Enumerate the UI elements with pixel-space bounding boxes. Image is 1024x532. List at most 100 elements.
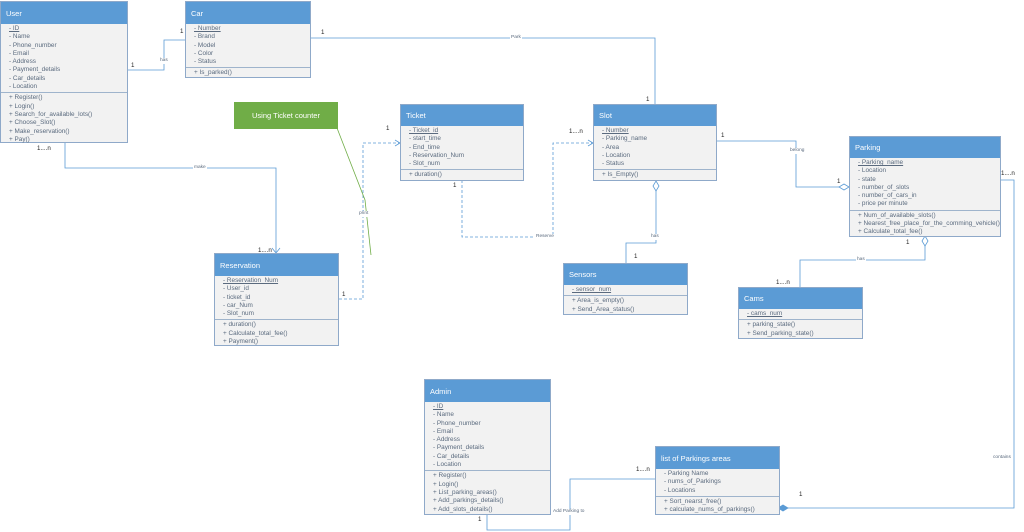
class-ticket-attributes: - Ticket_id - start_time - End_time - Re… — [401, 126, 523, 171]
edge-parking-areas — [778, 179, 1015, 509]
attribute: - Slot_num — [223, 310, 254, 318]
method: + Send_Area_status() — [572, 305, 635, 313]
attribute: - Location — [602, 151, 631, 159]
method: + calculate_nums_of_parkings() — [664, 506, 755, 514]
multiplicity-label: 1 — [646, 96, 650, 103]
class-ticket-methods: + duration() — [401, 170, 523, 180]
class-sensors-title: Sensors — [564, 264, 687, 285]
attribute: - Email — [9, 49, 29, 57]
method: + Sort_nearst_free() — [664, 497, 722, 505]
attribute: - Reservation_Num — [223, 277, 279, 284]
class-ticket[interactable]: Ticket - Ticket_id - start_time - End_ti… — [400, 104, 524, 181]
attribute: - state — [858, 175, 876, 183]
attribute: - number_of_slots — [858, 183, 910, 191]
method: + List_parking_areas() — [433, 488, 497, 496]
attribute: - ID — [9, 25, 20, 32]
method: + Register() — [9, 94, 43, 102]
multiplicity-label: 1....n — [636, 466, 650, 473]
attribute: - Parking Name — [664, 470, 709, 477]
method: + duration() — [223, 321, 256, 329]
multiplicity-label: 1....n — [258, 247, 272, 254]
class-slot[interactable]: Slot - Number - Parking_name - Area - Lo… — [593, 104, 717, 181]
attribute: - Ticket_id — [409, 127, 439, 134]
multiplicity-label: 1 — [837, 178, 841, 185]
method: + parking_state() — [747, 321, 796, 329]
attribute: - nums_of_Parkings — [664, 478, 721, 486]
attribute: - Brand — [194, 33, 215, 41]
attribute: - Number — [602, 127, 629, 134]
class-list-of-parkings-areas[interactable]: list of Parkings areas - Parking Name - … — [655, 446, 780, 515]
class-reservation-title: Reservation — [215, 254, 338, 276]
attribute: - Slot_num — [409, 160, 440, 168]
method: + duration() — [409, 171, 442, 179]
attribute: - Address — [433, 436, 460, 444]
attribute: - Name — [433, 411, 454, 419]
attribute: - sensor_num — [572, 286, 612, 293]
edge-label-add-parking-to: Add Parking to — [552, 509, 586, 515]
class-car[interactable]: Car - Number - Brand - Model - Color - S… — [185, 1, 311, 78]
edge-label-make: make — [193, 165, 207, 171]
edge-label-reserve: Reserve — [535, 234, 555, 240]
attribute: - Color — [194, 49, 214, 57]
edge-label-print: print — [358, 211, 370, 217]
class-admin[interactable]: Admin - ID - Name - Phone_number - Email… — [424, 379, 551, 515]
class-reservation-attributes: - Reservation_Num - User_id - ticket_id … — [215, 276, 338, 321]
class-car-methods: + Is_parked() — [186, 68, 310, 78]
multiplicity-label: 1 — [453, 182, 457, 189]
attribute: - Status — [602, 160, 625, 168]
edge-label-belong: belong — [789, 148, 806, 154]
multiplicity-label: 1 — [721, 132, 725, 139]
method: + Login() — [433, 480, 459, 488]
attribute: - Status — [194, 58, 217, 66]
class-parking-methods: + Num_of_available_slots() + Nearest_fre… — [850, 211, 1000, 238]
method: + Choose_Slot() — [9, 119, 56, 127]
edge-car-slot — [311, 37, 656, 104]
edge-label-has: has — [159, 58, 169, 64]
attribute: - Location — [9, 83, 38, 91]
method: + Make_reservation() — [9, 127, 70, 135]
edge-slot-sensors — [625, 181, 657, 263]
class-areas-title: list of Parkings areas — [656, 447, 779, 469]
class-car-title: Car — [186, 2, 310, 24]
multiplicity-label: 1....n — [37, 145, 51, 152]
attribute: - ID — [433, 403, 444, 410]
multiplicity-label: 1 — [478, 516, 482, 523]
edge-user-car — [128, 39, 185, 71]
class-cams[interactable]: Cams - cams_num + parking_state() + Send… — [738, 287, 863, 339]
method: + Send_parking_state() — [747, 329, 814, 337]
class-admin-title: Admin — [425, 380, 550, 402]
attribute: - Area — [602, 143, 620, 151]
attribute: - car_Num — [223, 301, 253, 309]
class-user-attributes: - ID - Name - Phone_number - Email - Add… — [1, 24, 127, 94]
class-user[interactable]: User - ID - Name - Phone_number - Email … — [0, 1, 128, 143]
multiplicity-label: 1....n — [1001, 170, 1015, 177]
method: + Pay() — [9, 135, 30, 143]
edge-label-park: Park — [510, 35, 522, 41]
class-car-attributes: - Number - Brand - Model - Color - Statu… — [186, 24, 310, 69]
attribute: - Address — [9, 58, 36, 66]
attribute: - Number — [194, 25, 221, 32]
attribute: - Payment_details — [9, 66, 61, 74]
class-areas-methods: + Sort_nearst_free() + calculate_nums_of… — [656, 497, 779, 516]
class-parking-attributes: - Parking_name - Location - state - numb… — [850, 158, 1000, 211]
class-parking[interactable]: Parking - Parking_name - Location - stat… — [849, 136, 1001, 237]
attribute: - number_of_cars_in — [858, 192, 917, 200]
attribute: - Parking_name — [602, 135, 648, 143]
attribute: - Car_details — [433, 452, 470, 460]
class-reservation[interactable]: Reservation - Reservation_Num - User_id … — [214, 253, 339, 346]
multiplicity-label: 1 — [321, 29, 325, 36]
attribute: - Phone_number — [433, 419, 481, 427]
attribute: - ticket_id — [223, 293, 251, 301]
aggregation-diamond-parking — [921, 235, 929, 247]
class-reservation-methods: + duration() + Calculate_total_fee() + P… — [215, 320, 338, 347]
class-sensors[interactable]: Sensors - sensor_num + Area_is_empty() +… — [563, 263, 688, 315]
method: + Register() — [433, 472, 467, 480]
class-cams-methods: + parking_state() + Send_parking_state() — [739, 320, 862, 339]
class-slot-attributes: - Number - Parking_name - Area - Locatio… — [594, 126, 716, 171]
multiplicity-label: 1 — [906, 239, 910, 246]
multiplicity-label: 1....n — [569, 128, 583, 135]
attribute: - Email — [433, 427, 453, 435]
method: + Is_parked() — [194, 69, 232, 77]
multiplicity-label: 1 — [386, 125, 390, 132]
class-admin-methods: + Register() + Login() + List_parking_ar… — [425, 471, 550, 514]
